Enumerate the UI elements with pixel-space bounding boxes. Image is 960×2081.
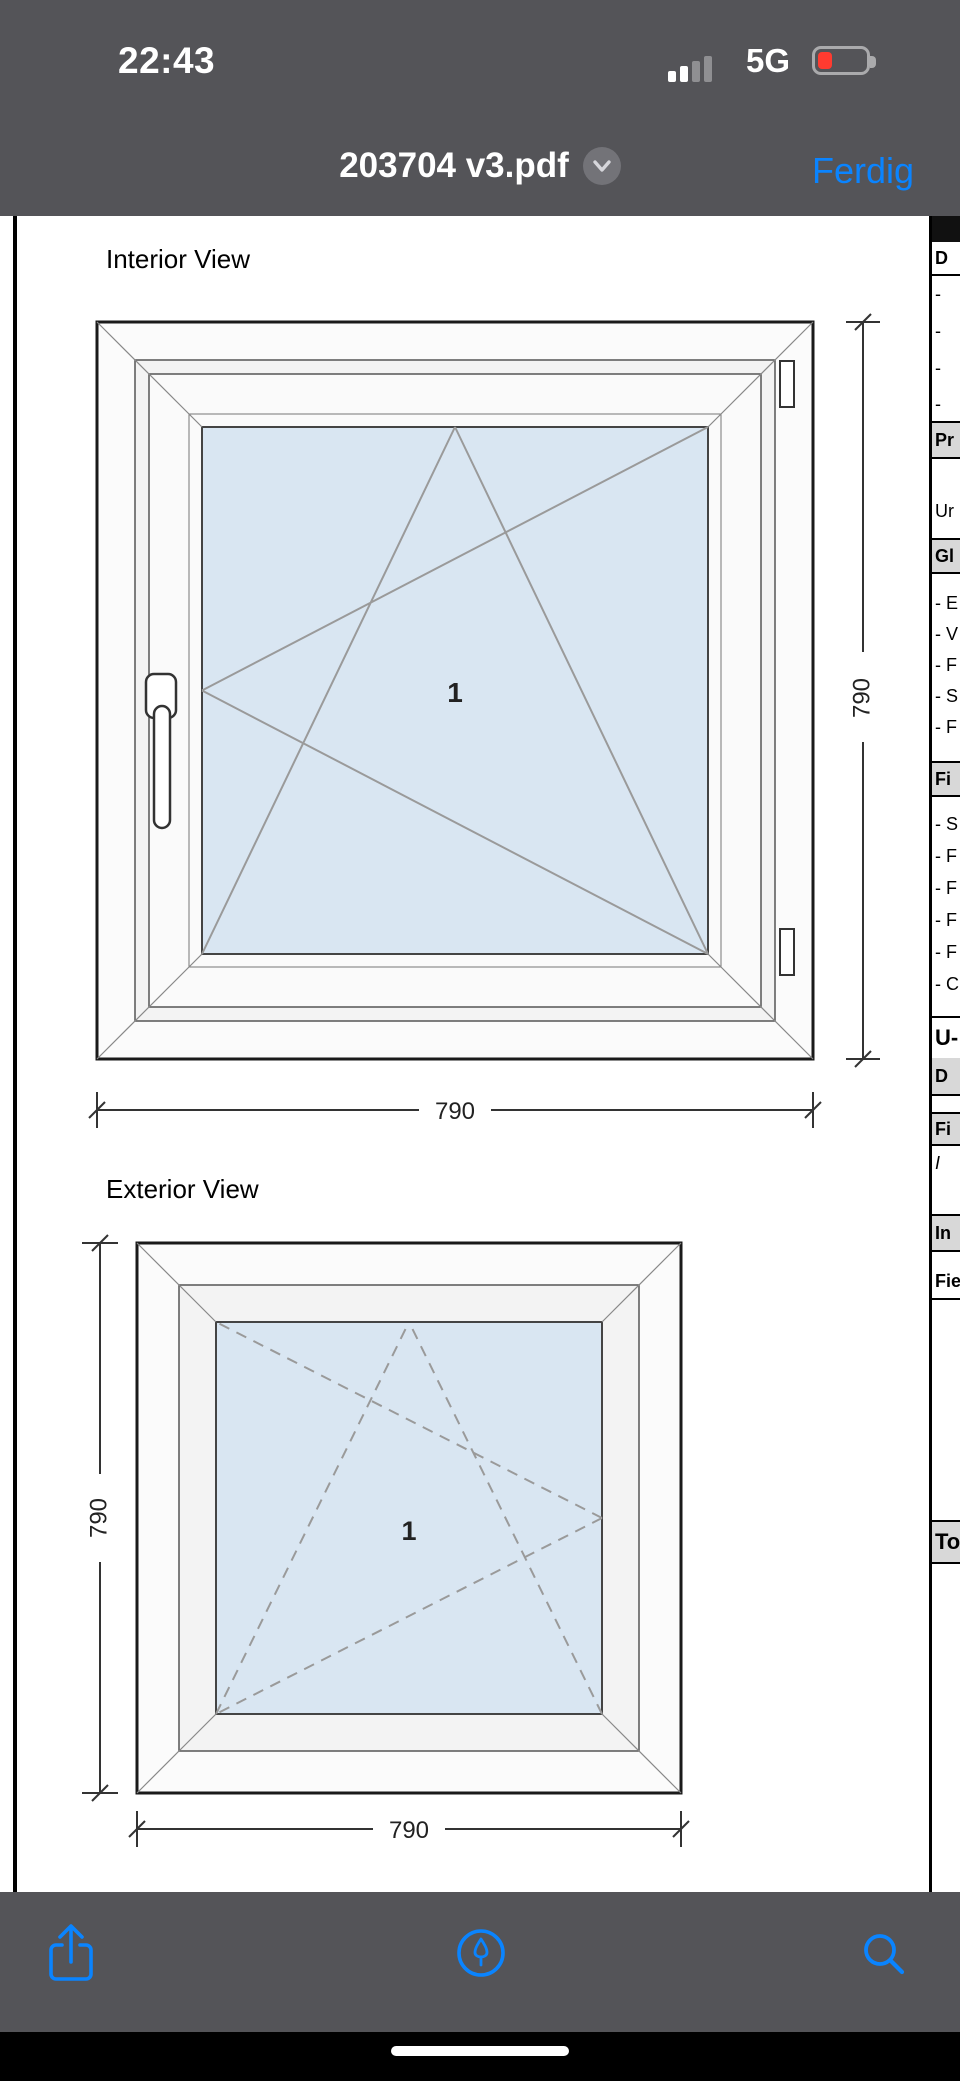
spec-row: - F [935, 845, 957, 866]
spec-row: - S [935, 813, 959, 834]
spec-row: D [932, 1058, 960, 1096]
spec-row: In [932, 1214, 960, 1252]
signal-bar [704, 56, 712, 82]
spec-row: Fie [932, 1264, 960, 1300]
battery-level [818, 52, 832, 69]
interior-height-label: 790 [848, 678, 875, 718]
document-title[interactable]: 203704 v3.pdf [339, 146, 569, 185]
document-title-area: 203704 v3.pdf [0, 146, 960, 186]
spec-row [932, 216, 960, 242]
search-button[interactable] [858, 1928, 910, 1983]
spec-row: - F [935, 909, 957, 930]
share-button[interactable] [44, 1920, 98, 1989]
exterior-height-label: 790 [85, 1498, 112, 1538]
exterior-window-drawing: 1 790 790 [82, 1234, 690, 1847]
bottom-toolbar [0, 1892, 960, 2032]
exterior-width-label: 790 [389, 1817, 429, 1844]
interior-window-drawing: 1 790 790 [88, 313, 880, 1128]
spec-row: - F [935, 877, 957, 898]
spec-row: - V [935, 624, 959, 644]
spec-row: Fi [932, 1112, 960, 1146]
spec-row: - [935, 358, 941, 378]
battery-nub [870, 56, 876, 68]
share-icon [49, 1924, 93, 1981]
pdf-page[interactable]: Interior View 1 [0, 216, 960, 1892]
spec-row: Ur [935, 500, 954, 521]
spec-row: - F [935, 655, 957, 675]
spec-row: - F [935, 717, 957, 737]
spec-row: U- [932, 1016, 960, 1058]
bottom-safe-area [0, 2032, 960, 2081]
pane-number: 1 [401, 1516, 416, 1546]
battery-icon [812, 46, 876, 75]
signal-bars-icon [668, 54, 712, 82]
spec-row: Fi [932, 761, 960, 797]
title-menu-button[interactable] [582, 147, 621, 185]
spec-row: Pr [932, 423, 960, 459]
spec-row: - [935, 284, 941, 304]
spec-row: To [932, 1520, 960, 1564]
spec-row: - S [935, 686, 959, 706]
spec-row: Gl [932, 538, 960, 574]
search-icon [864, 1934, 905, 1975]
signal-bar [668, 71, 676, 82]
pane-number: 1 [447, 677, 463, 708]
done-button[interactable]: Ferdig [811, 150, 914, 191]
hinge-bottom [779, 928, 795, 976]
interior-width-label: 790 [435, 1098, 475, 1125]
interior-view-label: Interior View [106, 244, 251, 274]
spec-row: - [935, 321, 941, 341]
signal-bar [680, 66, 688, 82]
markup-button[interactable] [454, 1926, 508, 1983]
home-indicator[interactable] [391, 2046, 569, 2056]
status-nav-bar: 22:43 5G 203704 v3.pdf Ferdig [0, 0, 960, 216]
spec-table-cutoff: D - - - - Pr Ur Gl - E - V - F - S - F F… [929, 216, 960, 1892]
network-type: 5G [746, 42, 791, 79]
spec-row: - [932, 387, 960, 423]
exterior-view-label: Exterior View [106, 1174, 259, 1204]
status-time: 22:43 [118, 40, 216, 81]
window-handle [144, 672, 178, 830]
hinge-top [779, 360, 795, 408]
spec-row: D [932, 242, 960, 276]
page-left-border [13, 216, 17, 1892]
spec-row: - C [935, 973, 959, 994]
markup-icon [457, 1929, 505, 1977]
spec-row: - E [935, 593, 959, 613]
spec-row: - F [935, 941, 957, 962]
chevron-down-icon [593, 160, 611, 172]
spec-row: I [935, 1152, 941, 1173]
signal-bar [692, 61, 700, 82]
